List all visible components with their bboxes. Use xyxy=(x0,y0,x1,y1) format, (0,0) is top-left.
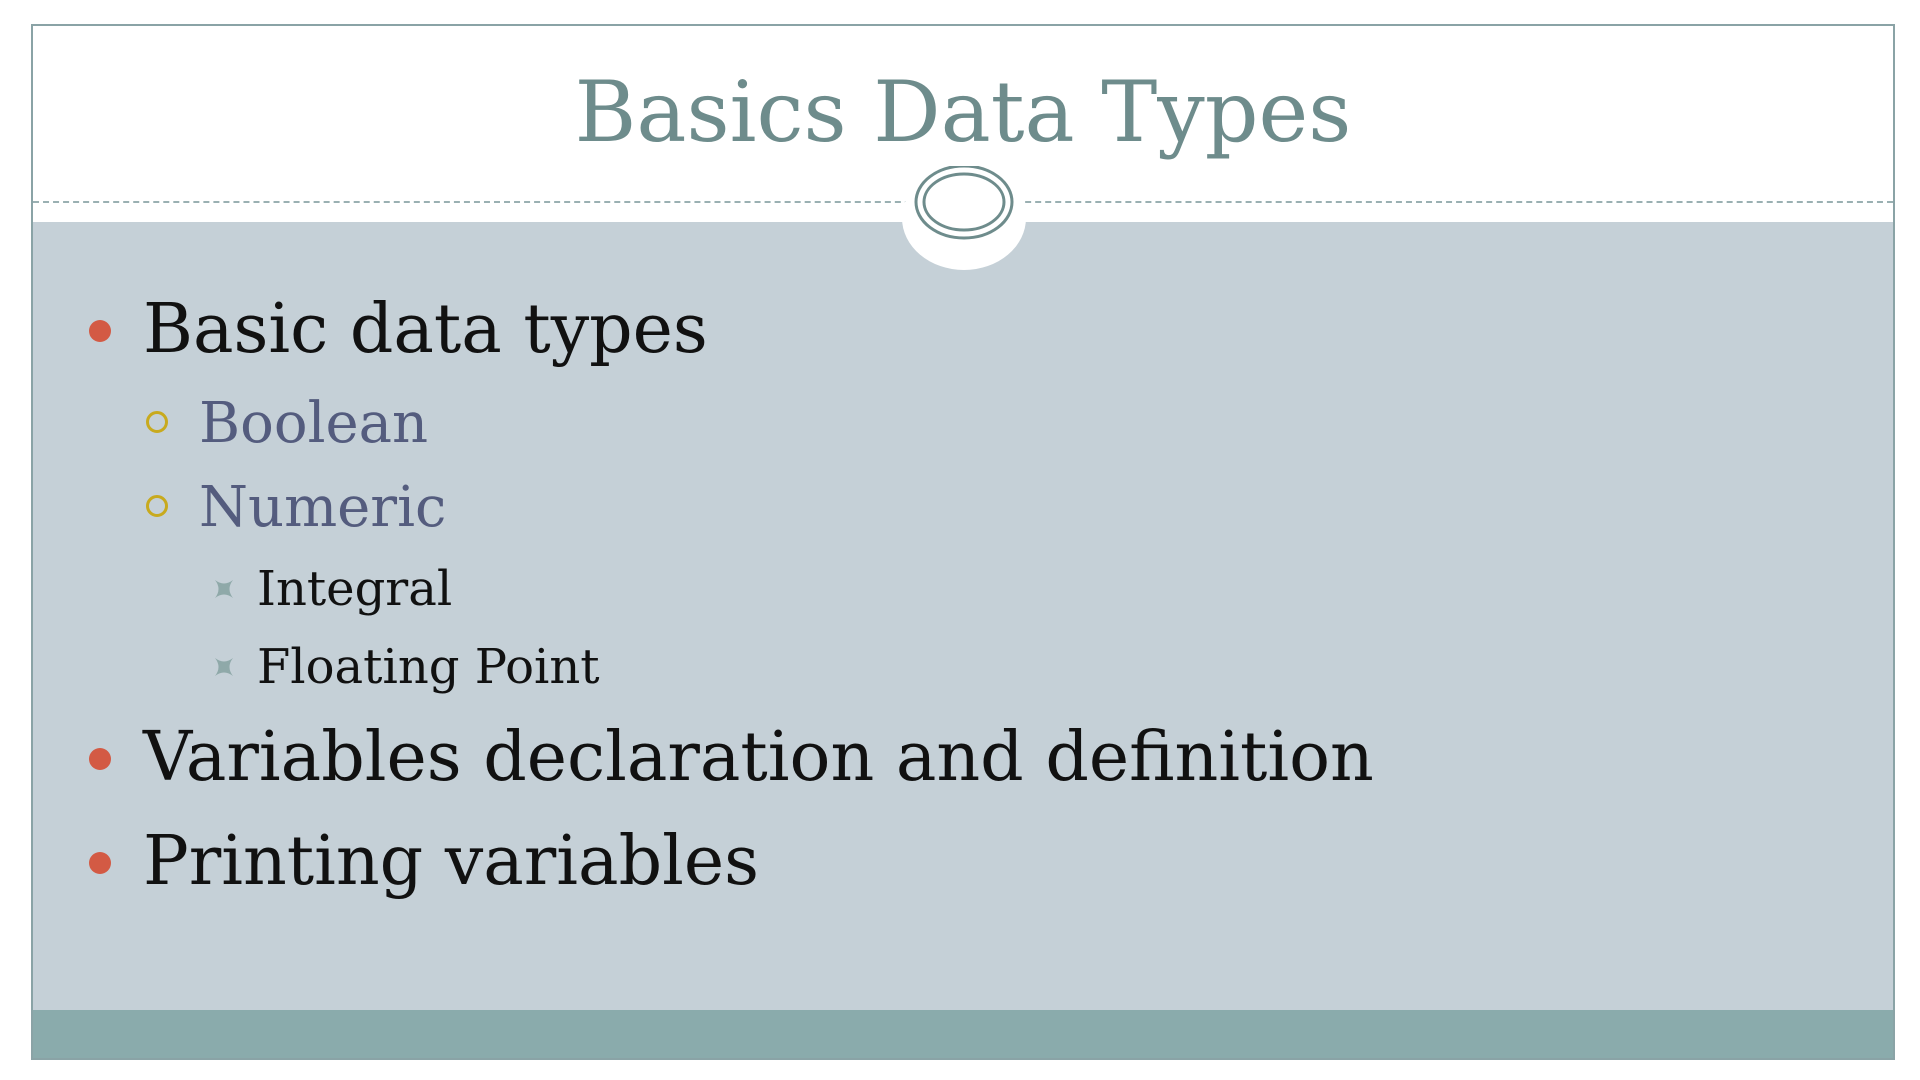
four-point-star-icon xyxy=(215,658,233,676)
double-oval-emblem-icon xyxy=(902,166,1026,270)
bullet-item: Basic data types xyxy=(33,278,1374,382)
sub-bullet-text: Numeric xyxy=(199,475,447,540)
sub-sub-bullet-item: Integral xyxy=(33,550,1374,628)
bullet-text: Printing variables xyxy=(143,822,759,901)
hollow-circle-icon xyxy=(146,411,168,433)
footer-band xyxy=(33,1010,1893,1058)
sub-bullet-text: Boolean xyxy=(199,391,429,456)
four-point-star-icon xyxy=(215,580,233,598)
filled-circle-icon xyxy=(89,748,111,770)
slide-title: Basics Data Types xyxy=(574,63,1352,161)
hollow-circle-icon xyxy=(146,495,168,517)
bullet-item: Printing variables xyxy=(33,810,1374,914)
sub-bullet-item: Boolean xyxy=(33,382,1374,466)
bullet-text: Basic data types xyxy=(143,290,708,369)
sub-sub-bullet-text: Floating Point xyxy=(257,639,600,695)
bullet-text: Variables declaration and definition xyxy=(143,718,1374,797)
slide: Basics Data Types Basic data types Boole… xyxy=(31,24,1895,1060)
content-panel xyxy=(33,222,1893,1010)
sub-bullet-item: Numeric xyxy=(33,466,1374,550)
filled-circle-icon xyxy=(89,320,111,342)
sub-sub-bullet-text: Integral xyxy=(257,561,453,617)
sub-sub-bullet-item: Floating Point xyxy=(33,628,1374,706)
bullet-item: Variables declaration and definition xyxy=(33,706,1374,810)
bullet-list: Basic data types Boolean Numeric Integra… xyxy=(33,278,1374,914)
filled-circle-icon xyxy=(89,852,111,874)
